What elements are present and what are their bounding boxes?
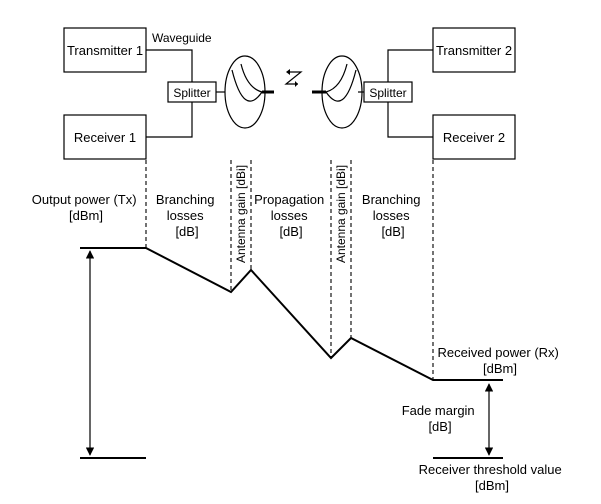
receiver-threshold-label: Receiver threshold value [dBm]: [419, 462, 566, 493]
transmitter-1-label: Transmitter 1: [67, 43, 143, 58]
waveguide-left-tx: [146, 49, 193, 82]
transmitter-1-box: Transmitter 1: [63, 27, 147, 73]
radio-link-icon: [284, 69, 303, 87]
antenna-gain-right-label: Antenna gain [dBi]: [334, 165, 348, 263]
splitter-left: Splitter: [167, 81, 217, 103]
transmitter-2-label: Transmitter 2: [436, 43, 512, 58]
antenna-gain-left-label: Antenna gain [dBi]: [234, 165, 248, 263]
branching-losses-left-label: Branching losses [dB]: [156, 192, 218, 239]
splitter-right-label: Splitter: [369, 86, 406, 100]
splitter-right: Splitter: [363, 81, 413, 103]
received-power-label: Received power (Rx) [dBm]: [438, 345, 563, 376]
branching-losses-right-label: Branching losses [dB]: [362, 192, 424, 239]
receiver-1-box: Receiver 1: [63, 114, 147, 160]
receiver-2-box: Receiver 2: [432, 114, 516, 160]
power-level-line: [80, 247, 503, 381]
transmitter-2-box: Transmitter 2: [432, 27, 516, 73]
receiver-2-label: Receiver 2: [443, 130, 505, 145]
output-power-label: Output power (Tx) [dBm]: [32, 192, 140, 223]
fade-margin-label: Fade margin [dB]: [402, 403, 479, 434]
splitter-left-label: Splitter: [173, 86, 210, 100]
waveguide-left-rx: [146, 102, 193, 138]
antenna-right-icon: [312, 55, 363, 129]
waveguide-right-rx: [387, 102, 433, 138]
receiver-1-label: Receiver 1: [74, 130, 136, 145]
antenna-left-icon: [224, 55, 274, 129]
propagation-losses-label: Propagation losses [dB]: [254, 192, 328, 239]
waveguide-right-tx: [387, 49, 433, 82]
waveguide-label: Waveguide: [152, 31, 212, 45]
